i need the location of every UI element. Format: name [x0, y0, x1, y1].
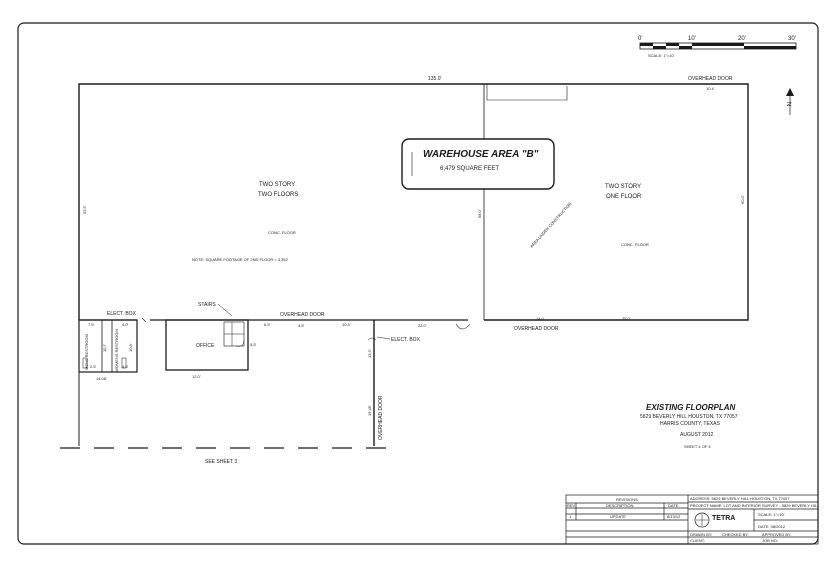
tb-description: DESCRIPTION — [606, 503, 633, 508]
second-floor-note: NOTE: SQUARE FOOTAGE OF 2ND FLOOR = 3,35… — [192, 257, 289, 262]
caption-title: EXISTING FLOORPLAN — [646, 403, 736, 412]
dim-right: 60.0' — [740, 195, 745, 204]
stairs-label: STAIRS — [198, 302, 216, 308]
left-floor-label: CONC. FLOOR — [268, 230, 296, 235]
overhead-door-right: OVERHEAD DOOR — [514, 326, 559, 332]
scale-tick-0: 0' — [638, 36, 642, 42]
scale-bar: 0' 10' 20' 30' SCALE: 1"=10' — [638, 36, 797, 58]
warehouse-title: WAREHOUSE AREA "B" — [423, 149, 539, 160]
dim-7-5: 7.5' — [88, 322, 95, 327]
tb-rev-no: 1 — [569, 514, 572, 519]
dim-6-5: 6.5' — [264, 322, 271, 327]
right-floor-label: CONC. FLOOR — [621, 242, 649, 247]
restrooms — [78, 319, 138, 373]
dim-19-45: 19.45' — [367, 405, 372, 416]
under-construction-label: AREA UNDER CONSTRUCTION — [529, 201, 572, 249]
dim-office-w: 12.0' — [192, 374, 201, 379]
drawing-caption: EXISTING FLOORPLAN 5829 BEVERLY HILL HOU… — [640, 403, 738, 449]
dim-office-h: 5.5' — [250, 342, 257, 347]
tb-company: TETRA — [712, 515, 735, 522]
tb-revisions: REVISIONS — [616, 497, 638, 502]
scale-tick-10: 10' — [688, 36, 696, 42]
caption-sheet: SHEET 4 OF 4 — [684, 444, 711, 449]
dim-13-3: 13.3' — [367, 349, 372, 358]
dim-top-right: 10.4 — [706, 86, 715, 91]
company-logo-icon — [694, 512, 710, 528]
dim-22-0: 22.0' — [418, 323, 427, 328]
tb-approved-by: APPROVED BY: — [762, 532, 792, 537]
dim-10-8: 10.8' — [128, 343, 133, 352]
dim-4-0: 4.0' — [122, 322, 129, 327]
title-block — [565, 494, 819, 545]
tb-job-no: JOB NO: — [762, 538, 778, 543]
right-area-title-2: ONE FLOOR — [606, 194, 642, 200]
north-label: N — [785, 102, 791, 106]
caption-address: 5829 BEVERLY HILL HOUSTON, TX 77057 — [640, 414, 738, 420]
dim-14-0: 14.0 — [536, 316, 545, 321]
tb-date-label: DATE: 08/2012 — [758, 524, 786, 529]
see-sheet-label: SEE SHEET 3 — [205, 459, 237, 465]
warehouse-title-box: WAREHOUSE AREA "B" 6,479 SQUARE FEET — [401, 138, 555, 190]
dim-14-08: 14.08' — [96, 376, 107, 381]
caption-date: AUGUST 2012 — [680, 432, 713, 438]
tb-drawn-by: DRAWN BY: — [690, 532, 712, 537]
tb-date: DATE — [668, 503, 679, 508]
scale-label: SCALE: 1"=10' — [648, 53, 675, 58]
scale-tick-20: 20' — [738, 36, 746, 42]
sheet-border — [17, 22, 819, 545]
warehouse-sqft: 6,479 SQUARE FEET — [440, 166, 499, 172]
elect-box-1: ELECT. BOX — [107, 311, 137, 317]
dim-middle: 58.0' — [477, 209, 482, 218]
dim-4-6: 4.6' — [122, 364, 129, 369]
overhead-door-top: OVERHEAD DOOR — [688, 76, 733, 82]
office-room — [165, 319, 249, 371]
tb-client: CLIENT: — [690, 538, 705, 543]
stairs-leader — [217, 303, 233, 317]
overhead-door-vertical: OVERHEAD DOOR — [378, 395, 384, 440]
dim-10-7: 10.7 — [102, 343, 107, 352]
left-area-title-2: TWO FLOORS — [258, 192, 298, 198]
dim-top: 135.0' — [428, 76, 442, 82]
dim-4-5: 4.5' — [298, 323, 305, 328]
dim-2-5: 2.5' — [90, 364, 97, 369]
tb-scale: SCALE: 1"=10' — [758, 512, 785, 517]
left-area-title-1: TWO STORY — [259, 182, 295, 188]
office-label: OFFICE — [196, 343, 215, 349]
elect-box-2: ELECT. BOX — [391, 337, 421, 343]
tb-update-date: 8/13/12 — [667, 514, 681, 519]
elect-box-leader — [376, 336, 391, 340]
right-area-title-1: TWO STORY — [605, 184, 641, 190]
tb-rev: REV — [567, 503, 576, 508]
tb-address: ADDRESS: 5829 BEVERLY HILL HOUSTON, TX 7… — [690, 496, 790, 501]
tb-update: UPDATE — [610, 514, 626, 519]
tb-checked-by: CHECKED BY: — [722, 532, 749, 537]
dim-left: 53.5' — [82, 205, 87, 214]
north-arrow-icon: N — [785, 88, 794, 115]
mens-restroom-label: MENS RESTROOM — [84, 334, 89, 370]
caption-county: HARRIS COUNTY, TEXAS — [660, 421, 720, 427]
dim-75-0: 75.0' — [622, 316, 631, 321]
dim-10-4: 10.4' — [342, 322, 351, 327]
tb-project: PROJECT NAME: LOT AND INTERIOR SURVEY - … — [690, 503, 820, 508]
scale-tick-30: 30' — [788, 36, 796, 42]
overhead-door-mid: OVERHEAD DOOR — [280, 312, 325, 318]
womens-restroom-label: WOMENS RESTROOM — [114, 329, 119, 372]
